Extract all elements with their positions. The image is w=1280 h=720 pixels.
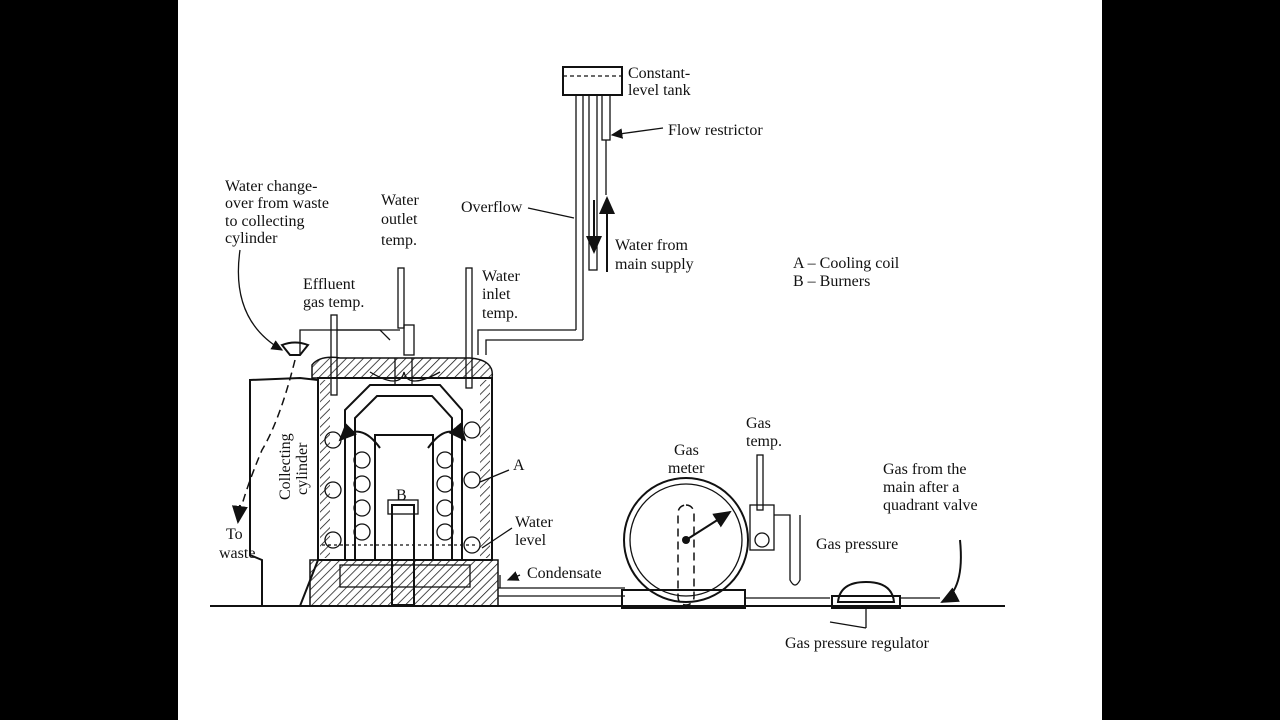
effluent-gas-temp-label-2: gas temp. [303, 294, 364, 311]
to-waste-label-2: waste [219, 545, 255, 562]
gas-pressure-regulator-label: Gas pressure regulator [785, 635, 930, 652]
collecting-cylinder-label-2: cylinder [294, 442, 311, 495]
gas-meter-label-2: meter [668, 460, 705, 477]
water-inlet-temp-label-2: inlet [482, 286, 511, 303]
water-from-main-label-1: Water from [615, 237, 688, 254]
constant-level-tank [477, 66, 623, 355]
water-inlet-temp-label-3: temp. [482, 305, 518, 322]
collecting-cylinder-label-1: Collecting [277, 433, 294, 500]
condensate-label: Condensate [527, 565, 602, 582]
water-changeover-label-1: Water change- [225, 178, 317, 195]
gas-meter-label-1: Gas [674, 442, 699, 459]
water-from-main-label-2: main supply [615, 256, 694, 273]
water-changeover-label-3: to collecting [225, 213, 305, 230]
labels: Constant- level tank Flow restrictor Wat… [219, 65, 978, 652]
water-changeover-label-4: cylinder [225, 230, 278, 247]
marker-a: A [513, 457, 525, 474]
gas-meter [621, 454, 801, 609]
marker-b: B [396, 487, 407, 504]
calorimeter-body [309, 356, 499, 607]
water-outlet-temp-label-2: outlet [381, 211, 418, 228]
collecting-cylinder: Collecting cylinder [231, 249, 391, 607]
legend-a: A – Cooling coil [793, 255, 900, 272]
water-level-label-1: Water [515, 514, 553, 531]
gas-pipe [498, 539, 962, 607]
gas-from-main-label-1: Gas from the [883, 461, 967, 478]
constant-level-tank-label-1: Constant- [628, 65, 690, 82]
effluent-gas-temp-label-1: Effluent [303, 276, 356, 293]
water-outlet-temp-label-3: temp. [381, 232, 417, 249]
water-outlet-temp-label-1: Water [381, 192, 419, 209]
water-changeover-label-2: over from waste [225, 195, 329, 212]
legend-b: B – Burners [793, 273, 870, 290]
water-inlet-temp-label-1: Water [482, 268, 520, 285]
gas-temp-label-1: Gas [746, 415, 771, 432]
gas-pressure-label: Gas pressure [816, 536, 898, 553]
flow-restrictor-label: Flow restrictor [668, 122, 763, 139]
gas-temp-label-2: temp. [746, 433, 782, 450]
gas-from-main-label-3: quadrant valve [883, 497, 978, 514]
leader-lines [479, 127, 867, 629]
water-level-label-2: level [515, 532, 547, 549]
gas-pressure-regulator [831, 580, 901, 628]
gas-from-main-label-2: main after a [883, 479, 959, 496]
overflow-label: Overflow [461, 199, 523, 216]
cooling-coil [324, 421, 481, 554]
constant-level-tank-label-2: level tank [628, 82, 691, 99]
to-waste-label-1: To [226, 526, 243, 543]
